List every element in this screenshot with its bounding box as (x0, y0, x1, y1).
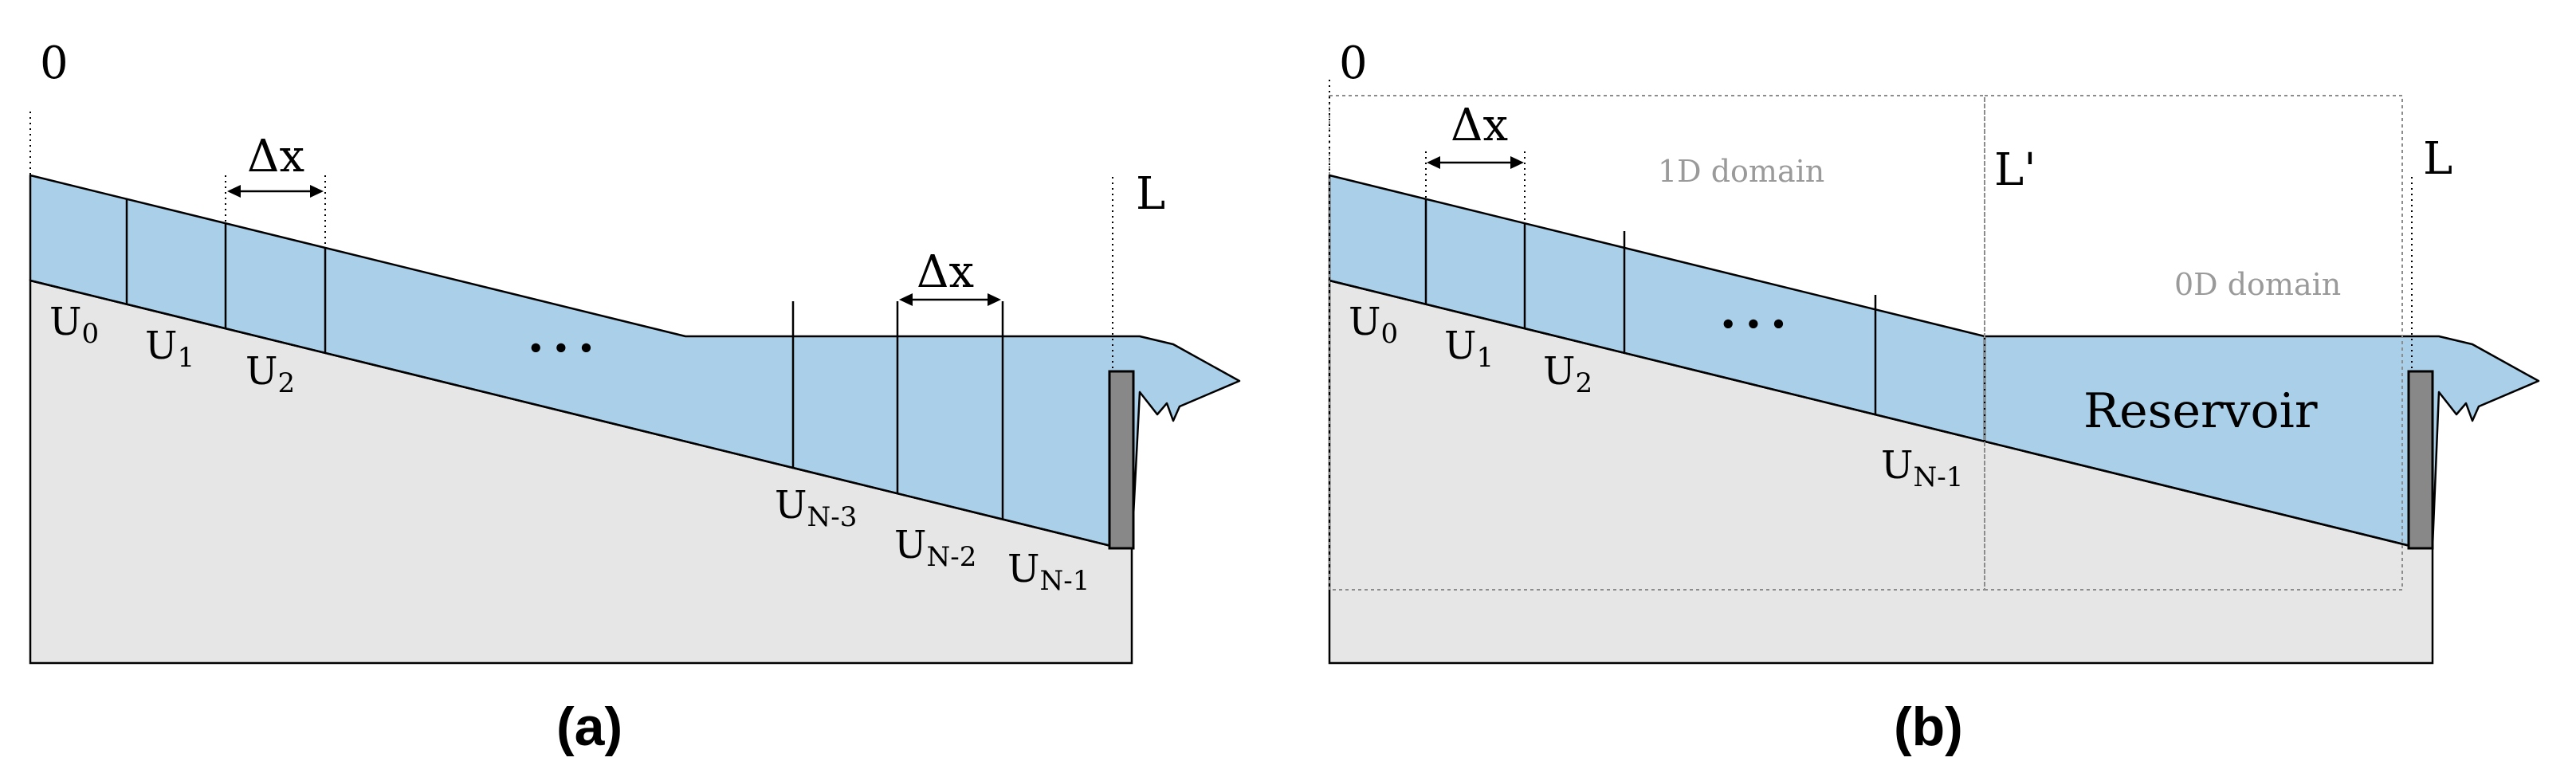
dx-arrow-a1 (227, 185, 324, 198)
cell-label-b-0: U0 (1349, 300, 1398, 350)
gate-a (1108, 370, 1135, 550)
cell-label-b-2: U2 (1543, 349, 1592, 399)
ellipsis-a: • • • (528, 333, 595, 363)
domain-0d-label: 0D domain (2174, 267, 2341, 302)
cell-label-a-5: UN-1 (1007, 547, 1090, 597)
end-label-b: L (2423, 133, 2452, 185)
reservoir-label: Reservoir (2083, 383, 2318, 439)
dx-label-b: Δx (1451, 100, 1508, 151)
ellipsis-b: • • • (1720, 309, 1787, 339)
cell-label-a-0: U0 (49, 300, 99, 350)
dx-label-a1: Δx (247, 131, 304, 182)
dx-arrow-b (1427, 156, 1524, 169)
caption-b: (b) (1894, 697, 1963, 757)
cell-label-a-4: UN-2 (894, 523, 976, 573)
domain-1d-label: 1D domain (1658, 154, 1824, 189)
origin-label-b: 0 (1339, 37, 1368, 89)
interface-label-b: L' (1994, 144, 2036, 196)
dx-label-a2: Δx (917, 246, 974, 298)
cell-label-a-2: U2 (245, 349, 295, 399)
cell-label-b-3: UN-1 (1881, 443, 1963, 493)
domain-0d-box[interactable] (1984, 95, 2403, 591)
gate-b (2407, 370, 2434, 550)
origin-label-a: 0 (40, 37, 69, 89)
cell-label-b-1: U1 (1444, 324, 1494, 374)
caption-a: (a) (556, 697, 622, 757)
cell-label-a-3: UN-3 (775, 483, 857, 533)
dx-arrow-a2 (899, 293, 1001, 306)
cell-label-a-1: U1 (145, 324, 194, 374)
end-label-a: L (1136, 168, 1165, 220)
panel-a: 0 L Δx Δx • • • U0 U1 U2 UN-3 UN-2 UN-1 … (29, 37, 1241, 757)
panel-b: 0 L L' Δx • • • 1D domain 0D domain Rese… (1328, 37, 2540, 757)
bed-line-a (29, 279, 1115, 548)
bed-line-b (1329, 279, 2414, 548)
